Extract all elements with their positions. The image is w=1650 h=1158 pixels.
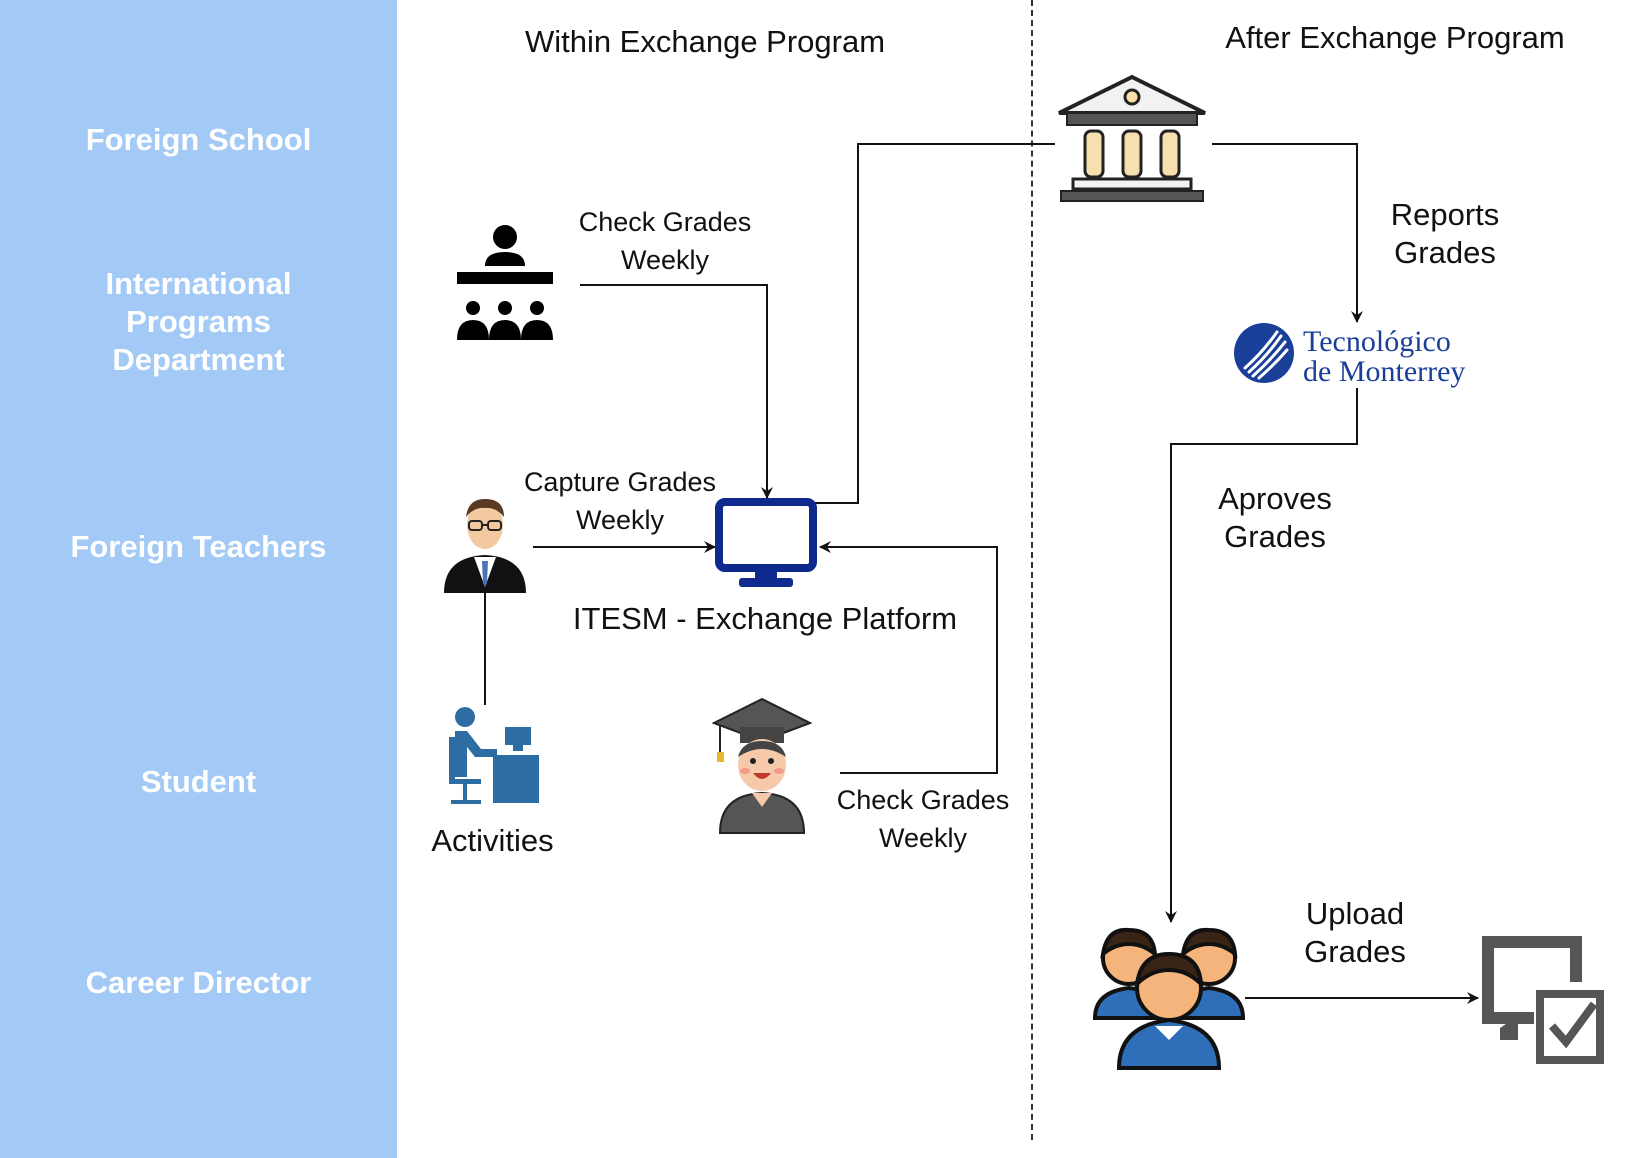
edge-dept-to-platform	[580, 284, 773, 499]
edge-student-to-platform	[819, 541, 998, 774]
school-building-icon	[1058, 74, 1206, 202]
lane-career-director: Career Director	[85, 965, 312, 1000]
phase-title-within: Within Exchange Program	[524, 24, 886, 59]
platform-monitor-icon	[715, 498, 817, 587]
lane-international-programs: International Programs Department	[105, 266, 292, 377]
career-director-group-icon	[1093, 927, 1245, 1070]
lane-student: Student	[140, 764, 257, 799]
platform-label: ITESM - Exchange Platform	[572, 601, 958, 636]
edge-platform-to-school	[815, 143, 1055, 504]
edge-label-director-upload: Upload Grades	[1304, 896, 1406, 969]
tec-logo-text: Tecnológico de Monterrey	[1303, 325, 1466, 388]
lane-foreign-school: Foreign School	[85, 122, 312, 157]
student-graduate-icon	[712, 697, 812, 834]
edge-label-student-check: Check Grades Weekly	[836, 785, 1010, 853]
department-audience-icon	[457, 225, 553, 340]
phase-title-after: After Exchange Program	[1225, 20, 1565, 55]
edge-tec-to-director	[1165, 388, 1358, 923]
lane-foreign-teachers: Foreign Teachers	[70, 529, 327, 564]
swimlane-column: Foreign School International Programs De…	[0, 0, 397, 1158]
upload-system-check-icon	[1482, 936, 1604, 1064]
teacher-avatar-icon	[444, 499, 526, 593]
edge-label-tec-aproves: Aproves Grades	[1218, 481, 1332, 554]
phase-divider	[1031, 0, 1033, 1140]
edge-label-teacher-capture: Capture Grades Weekly	[523, 467, 717, 535]
edge-school-to-tec	[1212, 143, 1363, 323]
activities-desk-icon	[449, 707, 539, 804]
edge-label-school-reports: Reports Grades	[1390, 197, 1500, 270]
edge-label-dept-check: Check Grades Weekly	[578, 207, 752, 275]
tec-logo-emblem-icon	[1234, 323, 1294, 383]
activities-label: Activities	[431, 823, 554, 858]
